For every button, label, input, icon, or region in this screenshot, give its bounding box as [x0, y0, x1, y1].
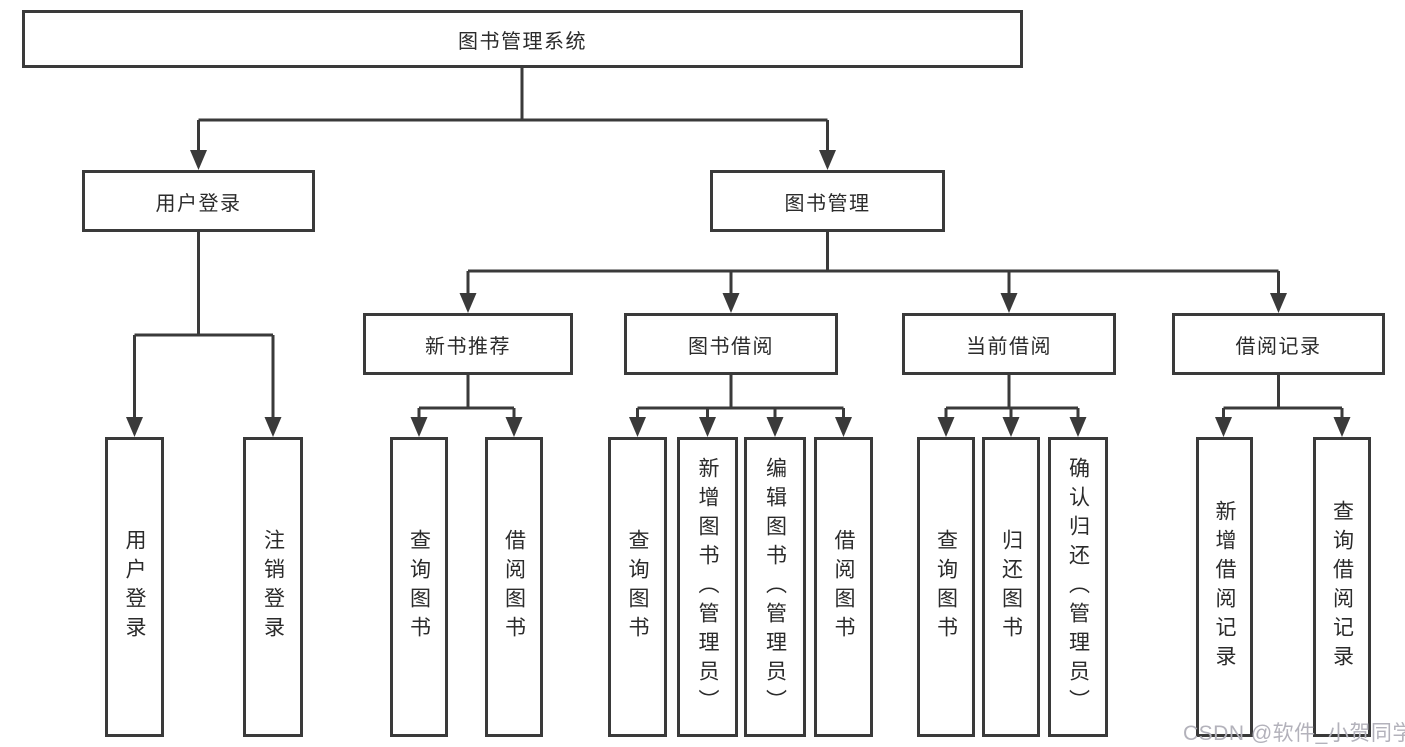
node-label: 查询图书 [934, 529, 958, 645]
arrow-down-icon [819, 150, 836, 170]
node-label: 查询借阅记录 [1330, 500, 1354, 674]
node-label: 查询图书 [626, 529, 649, 645]
leaf-current-query-books: 查询图书 [917, 437, 975, 737]
node-label: 当前借阅 [966, 335, 1052, 358]
leaf-borrow-add-books-admin: 新增图书（管理员） [677, 437, 738, 737]
arrow-down-icon [1069, 417, 1087, 437]
wire-borrow-to-leaves [636, 375, 845, 422]
leaf-records-add-record: 新增借阅记录 [1196, 437, 1253, 737]
wire-newbook-to-leaves [417, 375, 516, 422]
connector-segments [133, 68, 1344, 422]
arrow-down-icon [937, 417, 955, 437]
leaf-borrow-borrow-books: 借阅图书 [814, 437, 873, 737]
arrow-down-icon [1333, 417, 1351, 437]
arrow-down-icon [1270, 293, 1287, 313]
arrow-down-icon [505, 417, 523, 437]
leaf-borrow-edit-books-admin: 编辑图书（管理员） [744, 437, 806, 737]
watermark: CSDN @软件_小贺同学 [1183, 722, 1405, 745]
node-label: 归还图书 [999, 529, 1023, 645]
node-label: 编辑图书（管理员） [763, 456, 787, 718]
wire-user-login-to-leaves [133, 232, 275, 422]
arrow-down-icon [699, 417, 716, 437]
node-book-borrow: 图书借阅 [624, 313, 838, 375]
arrow-down-icon [722, 293, 740, 313]
leaf-current-return-books: 归还图书 [982, 437, 1040, 737]
leaf-current-confirm-return-admin: 确认归还（管理员） [1048, 437, 1108, 737]
wire-root-to-level2 [197, 68, 829, 155]
node-user-login: 用户登录 [82, 170, 315, 232]
wire-book-mgmt-to-level3 [466, 232, 1280, 298]
arrow-down-icon [629, 417, 646, 437]
node-label: 查询图书 [407, 529, 431, 645]
node-label: 确认归还（管理员） [1066, 456, 1090, 718]
node-borrow-records: 借阅记录 [1172, 313, 1385, 375]
wire-current-to-leaves [944, 375, 1080, 422]
node-label: 借阅图书 [832, 529, 855, 645]
node-book-management: 图书管理 [710, 170, 945, 232]
node-label: 图书管理系统 [458, 30, 587, 53]
arrow-down-icon [264, 417, 282, 437]
node-label: 新增借阅记录 [1213, 500, 1236, 674]
arrow-down-icon [190, 150, 207, 170]
node-label: 用户登录 [155, 192, 242, 215]
leaf-user-login: 用户登录 [105, 437, 164, 737]
arrow-down-icon [126, 417, 143, 437]
node-label: 注销登录 [261, 529, 285, 645]
arrow-down-icon [1215, 417, 1232, 437]
node-label: 新增图书（管理员） [696, 456, 719, 718]
leaf-newbook-borrow-books: 借阅图书 [485, 437, 543, 737]
node-current-borrow: 当前借阅 [902, 313, 1116, 375]
node-label: 图书管理 [784, 192, 871, 215]
leaf-logout: 注销登录 [243, 437, 303, 737]
arrow-down-icon [1002, 417, 1020, 437]
node-label: 用户登录 [123, 529, 146, 645]
arrow-down-icon [835, 417, 852, 437]
leaf-borrow-query-books: 查询图书 [608, 437, 667, 737]
arrow-down-icon [410, 417, 428, 437]
node-label: 新书推荐 [425, 335, 511, 358]
leaf-newbook-query-books: 查询图书 [390, 437, 448, 737]
leaf-records-query-record: 查询借阅记录 [1313, 437, 1371, 737]
node-label: 图书借阅 [688, 335, 774, 358]
arrow-down-icon [459, 293, 477, 313]
arrow-down-icon [766, 417, 784, 437]
arrow-down-icon [1000, 293, 1018, 313]
wire-records-to-leaves [1222, 375, 1344, 422]
node-label: 借阅记录 [1235, 335, 1322, 358]
node-label: 借阅图书 [502, 529, 526, 645]
node-new-book-recommend: 新书推荐 [363, 313, 573, 375]
arrowheads [126, 150, 1351, 437]
node-library-system: 图书管理系统 [22, 10, 1023, 68]
